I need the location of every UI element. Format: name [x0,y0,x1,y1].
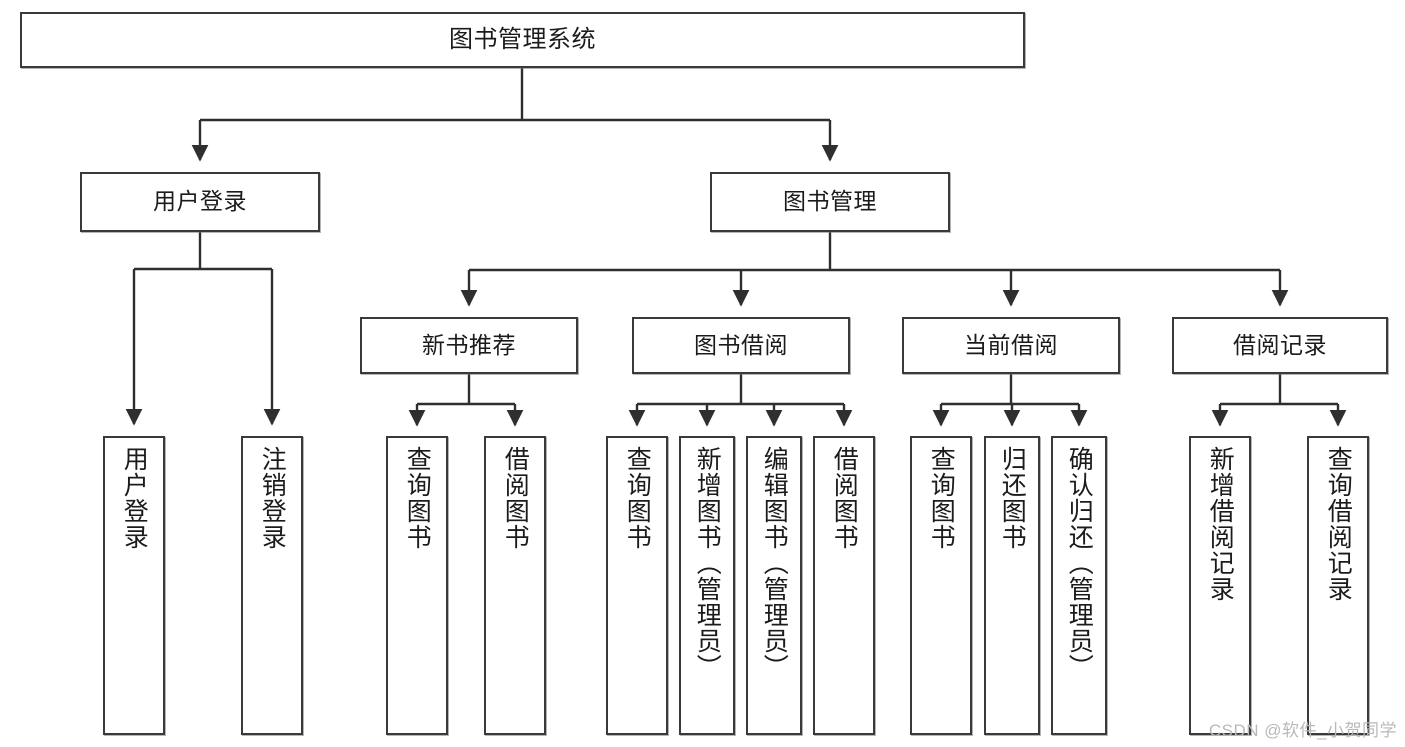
node-root-label: 图书管理系统 [449,25,596,53]
node-leaf-query-book-1-label: 查询图书 [403,446,432,550]
node-borrow-record[interactable]: 借阅记录 [1172,317,1388,374]
node-leaf-logout[interactable]: 注销登录 [241,436,303,735]
node-leaf-return-book[interactable]: 归还图书 [984,436,1040,735]
node-leaf-add-book[interactable]: 新增图书（管理员） [679,436,735,735]
node-leaf-query-record-label: 查询借阅记录 [1324,446,1353,602]
node-book-borrow[interactable]: 图书借阅 [632,317,850,374]
node-borrow-record-label: 借阅记录 [1233,331,1327,358]
node-book-manage[interactable]: 图书管理 [710,172,950,232]
node-leaf-query-book-2-label: 查询图书 [623,446,652,550]
node-leaf-edit-book-label: 编辑图书（管理员） [760,446,789,680]
node-leaf-confirm-return-label: 确认归还（管理员） [1065,446,1094,680]
node-leaf-edit-book[interactable]: 编辑图书（管理员） [746,436,802,735]
node-leaf-add-record-label: 新增借阅记录 [1206,446,1235,602]
node-leaf-user-login-label: 用户登录 [120,446,149,550]
node-leaf-add-record[interactable]: 新增借阅记录 [1189,436,1251,735]
node-leaf-borrow-book-1-label: 借阅图书 [501,446,530,550]
watermark-text: CSDN @软件_小贺同学 [1208,721,1397,740]
node-leaf-borrow-book-2-label: 借阅图书 [830,446,859,550]
node-user-login[interactable]: 用户登录 [80,172,320,232]
node-user-login-label: 用户登录 [153,188,247,215]
node-leaf-return-book-label: 归还图书 [998,446,1027,550]
node-leaf-confirm-return[interactable]: 确认归还（管理员） [1051,436,1107,735]
node-book-manage-label: 图书管理 [783,188,877,215]
node-leaf-query-book-2[interactable]: 查询图书 [606,436,668,735]
node-current-borrow[interactable]: 当前借阅 [902,317,1120,374]
node-leaf-query-record[interactable]: 查询借阅记录 [1307,436,1369,735]
node-new-book-recommend-label: 新书推荐 [422,331,516,358]
node-leaf-query-book-3[interactable]: 查询图书 [910,436,972,735]
node-leaf-borrow-book-2[interactable]: 借阅图书 [813,436,875,735]
node-new-book-recommend[interactable]: 新书推荐 [360,317,578,374]
node-leaf-query-book-3-label: 查询图书 [927,446,956,550]
node-root[interactable]: 图书管理系统 [20,12,1025,68]
node-leaf-query-book-1[interactable]: 查询图书 [386,436,448,735]
node-current-borrow-label: 当前借阅 [964,331,1058,358]
node-leaf-user-login[interactable]: 用户登录 [103,436,165,735]
node-book-borrow-label: 图书借阅 [694,331,788,358]
node-leaf-borrow-book-1[interactable]: 借阅图书 [484,436,546,735]
node-leaf-add-book-label: 新增图书（管理员） [693,446,722,680]
node-leaf-logout-label: 注销登录 [258,446,287,550]
